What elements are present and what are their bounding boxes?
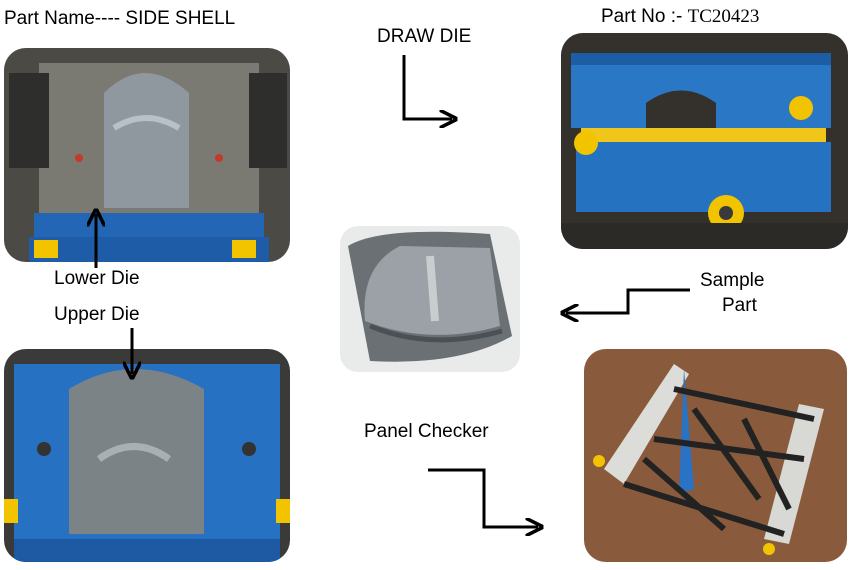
draw-die-arrow (402, 55, 452, 119)
part-no-label: Part No :- TC20423 (601, 7, 759, 26)
upper-die-label: Upper Die (54, 304, 140, 325)
part-name-label: Part Name---- SIDE SHELL (4, 8, 236, 29)
draw-die-photo (561, 33, 848, 249)
part-no-value: TC20423 (687, 6, 760, 27)
panel-checker-arrow (428, 468, 538, 527)
part-no-prefix: Part No :- (601, 6, 683, 27)
panel-checker-photo (584, 349, 847, 562)
draw-die-label: DRAW DIE (377, 26, 472, 47)
panel-checker-label: Panel Checker (364, 421, 489, 442)
upper-die-photo (4, 349, 290, 562)
lower-die-photo (4, 48, 290, 262)
sample-label-line2: Part (722, 295, 757, 316)
sample-label-line1: Sample (700, 270, 765, 291)
sample-part-arrow (566, 288, 690, 313)
lower-die-label: Lower Die (54, 268, 140, 289)
sample-part-photo (340, 226, 520, 372)
